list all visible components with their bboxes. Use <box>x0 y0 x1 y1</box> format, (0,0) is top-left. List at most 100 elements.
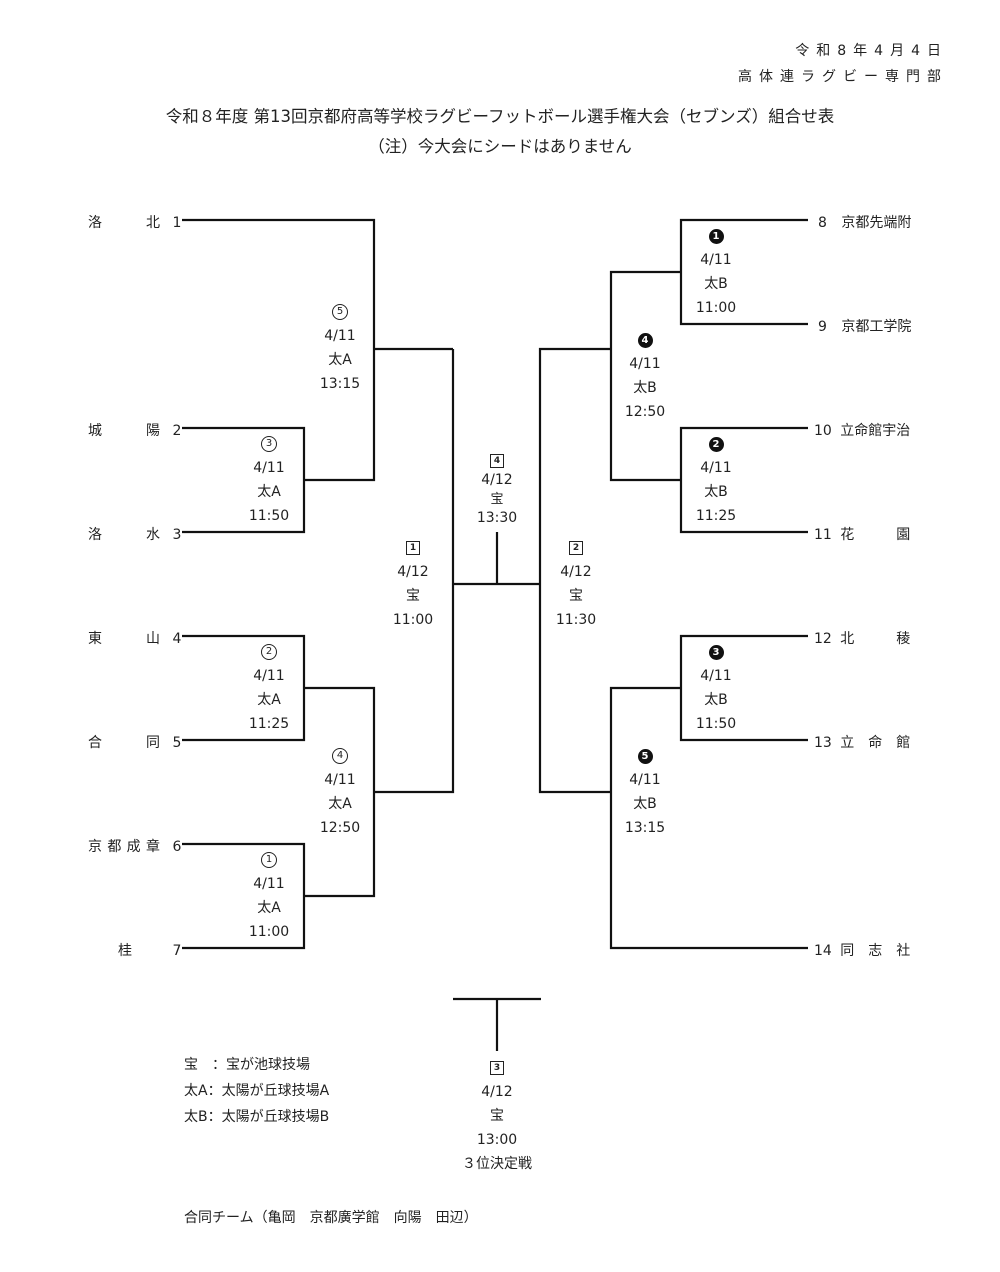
page-title: 令和８年度 第13回京都府高等学校ラグビーフットボール選手権大会（セブンズ）組合… <box>165 107 835 126</box>
team-number: 5 <box>172 735 182 751</box>
team-number: 4 <box>172 631 182 647</box>
team-name: 東山 <box>88 631 160 647</box>
team-name: 合同 <box>88 735 160 751</box>
game-date: 4/11 <box>700 252 732 268</box>
game-a2: 2 4/11 太A 11:25 <box>229 640 309 736</box>
game-venue: 太A <box>257 484 281 500</box>
game-venue: 太A <box>257 692 281 708</box>
team-left-6: 京都成章 6 <box>88 836 181 856</box>
team-number: 13 <box>814 735 832 751</box>
filled-number-icon: 4 <box>637 332 653 348</box>
line-semi2 <box>538 347 611 794</box>
team-left-5: 合同 5 <box>88 732 181 752</box>
team-name: 京都成章 <box>88 839 160 855</box>
game-time: 11:00 <box>392 612 434 628</box>
legend-key: 太A <box>184 1083 208 1099</box>
game-venue: 太A <box>328 352 352 368</box>
team-number: 3 <box>172 527 182 543</box>
team-name: 北稜 <box>840 631 911 647</box>
boxed-number-icon: 1 <box>406 541 420 555</box>
team-right-14: 14 同志社 <box>814 940 910 960</box>
game-venue: 太B <box>704 692 728 708</box>
team-name: 立命館宇治 <box>840 423 911 439</box>
circled-number-icon: 1 <box>261 852 277 868</box>
no-seed-note: （注）今大会にシードはありません <box>368 137 632 156</box>
team-right-12: 12 北稜 <box>814 628 910 648</box>
line-gb4 <box>609 270 681 482</box>
game-date: 4/12 <box>397 564 429 580</box>
game-time: 11:50 <box>695 716 737 732</box>
game-date: 4/12 <box>481 472 513 488</box>
boxed-number-icon: 2 <box>569 541 583 555</box>
game-date: 4/12 <box>560 564 592 580</box>
game-date: 4/11 <box>700 460 732 476</box>
team-right-10: 10 立命館宇治 <box>814 420 910 440</box>
team-left-2: 城陽 2 <box>88 420 181 440</box>
game-semi-2: 2 4/12 宝 11:30 <box>536 536 616 632</box>
legend-desc: ：太陽が丘球技場A <box>207 1083 330 1099</box>
team-number: 1 <box>172 215 182 231</box>
game-date: 4/11 <box>629 356 661 372</box>
legend-desc: ：太陽が丘球技場B <box>207 1109 330 1125</box>
game-date: 4/11 <box>253 668 285 684</box>
legend-item: 太B：太陽が丘球技場B <box>184 1104 329 1130</box>
team-left-4: 東山 4 <box>88 628 181 648</box>
team-name: 洛水 <box>88 527 160 543</box>
game-b1: 1 4/11 太B 11:00 <box>676 224 756 320</box>
line-semi1 <box>374 349 455 794</box>
game-time: 11:00 <box>248 924 290 940</box>
game-time: 12:50 <box>624 404 666 420</box>
game-time: 11:25 <box>248 716 290 732</box>
game-third-place: 3 4/12 宝 13:00 ３位決定戦 <box>457 1056 537 1176</box>
game-b5: 5 4/11 太B 13:15 <box>605 744 685 840</box>
game-venue: 太B <box>633 380 657 396</box>
line-gb5 <box>609 686 808 950</box>
game-date: 4/11 <box>253 460 285 476</box>
game-time: 11:50 <box>248 508 290 524</box>
game-date: 4/11 <box>700 668 732 684</box>
game-venue: 宝 <box>569 588 583 604</box>
game-time: 13:15 <box>319 376 361 392</box>
game-final: 4 4/12 宝 13:30 <box>457 452 537 528</box>
game-venue: 太B <box>633 796 657 812</box>
filled-number-icon: 1 <box>708 228 724 244</box>
team-name: 京都先端附 <box>841 215 912 231</box>
game-venue: 太B <box>704 276 728 292</box>
team-name: 桂 <box>118 943 132 959</box>
team-number: 10 <box>814 423 832 439</box>
circled-number-icon: 5 <box>332 304 348 320</box>
team-number: 9 <box>818 319 827 335</box>
legend-item: 太A：太陽が丘球技場A <box>184 1078 329 1104</box>
team-name: 洛北 <box>88 215 160 231</box>
game-date: 4/12 <box>481 1084 513 1100</box>
venue-legend: 宝 ：宝が池球技場 太A：太陽が丘球技場A 太B：太陽が丘球技場B <box>184 1052 329 1130</box>
team-number: 6 <box>172 839 182 855</box>
combined-team-footnote: 合同チーム（亀岡 京都廣学館 向陽 田辺） <box>184 1210 478 1226</box>
circled-number-icon: 4 <box>332 748 348 764</box>
game-a5: 5 4/11 太A 13:15 <box>300 300 380 396</box>
date-line: 令和8年4月4日 <box>795 43 948 59</box>
team-right-13: 13 立命館 <box>814 732 910 752</box>
circled-number-icon: 3 <box>261 436 277 452</box>
team-number: 7 <box>172 943 182 959</box>
game-b3: 3 4/11 太B 11:50 <box>676 640 756 736</box>
game-date: 4/11 <box>253 876 285 892</box>
team-left-7: 桂 7 <box>118 940 181 960</box>
team-left-3: 洛水 3 <box>88 524 181 544</box>
game-venue: 宝 <box>490 492 504 507</box>
team-number: 12 <box>814 631 832 647</box>
legend-key: 太B <box>184 1109 208 1125</box>
team-number: 11 <box>814 527 832 543</box>
game-venue: 太B <box>704 484 728 500</box>
boxed-number-icon: 4 <box>490 454 504 468</box>
legend-key: 宝 <box>184 1057 212 1073</box>
team-name: 同志社 <box>840 943 911 959</box>
team-right-9: 9 京都工学院 <box>818 316 911 336</box>
game-time: 13:00 <box>476 1132 518 1148</box>
team-name: 花園 <box>840 527 911 543</box>
game-date: 4/11 <box>629 772 661 788</box>
game-a1: 1 4/11 太A 11:00 <box>229 848 309 944</box>
game-date: 4/11 <box>324 772 356 788</box>
line-g3 <box>182 426 306 534</box>
